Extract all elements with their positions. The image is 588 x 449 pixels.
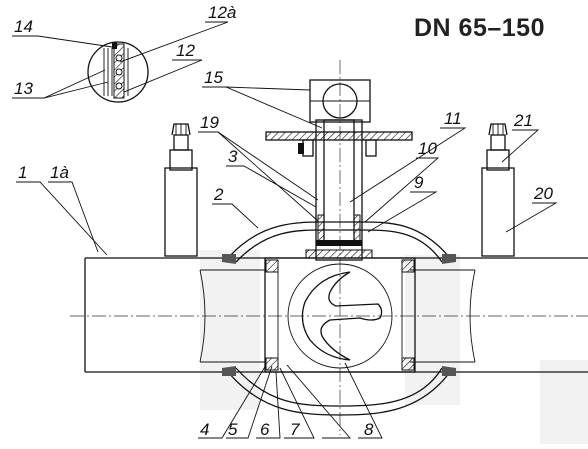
callout-11: 11 bbox=[444, 109, 462, 128]
callout-6: 6 bbox=[260, 420, 270, 439]
left-drain-pipe bbox=[164, 123, 198, 257]
callout-3: 3 bbox=[228, 147, 238, 166]
callout-8: 8 bbox=[364, 420, 374, 439]
callout-labels: 1 1à 2 3 4 5 6 7 8 9 10 11 12 12à 13 14 … bbox=[14, 3, 553, 439]
callout-13: 13 bbox=[14, 79, 33, 98]
callout-12: 12 bbox=[176, 41, 195, 60]
right-drain-pipe bbox=[481, 123, 515, 257]
top-flange bbox=[265, 131, 413, 157]
callout-1a: 1à bbox=[50, 163, 69, 182]
callout-21: 21 bbox=[513, 111, 533, 130]
seat-rings bbox=[265, 259, 415, 371]
callout-20: 20 bbox=[533, 184, 553, 203]
callout-19: 19 bbox=[200, 113, 219, 132]
callout-10: 10 bbox=[418, 139, 437, 158]
callout-2: 2 bbox=[213, 185, 224, 204]
watermark bbox=[200, 250, 588, 444]
callout-9: 9 bbox=[414, 173, 424, 192]
callout-4: 4 bbox=[200, 420, 209, 439]
center-lines bbox=[70, 60, 588, 435]
callout-12a: 12à bbox=[208, 3, 236, 22]
callout-14: 14 bbox=[14, 17, 33, 36]
stem bbox=[305, 119, 373, 261]
callout-15: 15 bbox=[204, 68, 223, 87]
callout-7: 7 bbox=[290, 420, 300, 439]
callout-5: 5 bbox=[228, 420, 238, 439]
valve-body bbox=[222, 221, 456, 416]
leader-lines bbox=[12, 21, 558, 439]
stem-head bbox=[309, 79, 371, 123]
detail-inset bbox=[87, 41, 149, 103]
callout-1: 1 bbox=[18, 163, 27, 182]
drawing-title: DN 65–150 bbox=[414, 14, 545, 42]
